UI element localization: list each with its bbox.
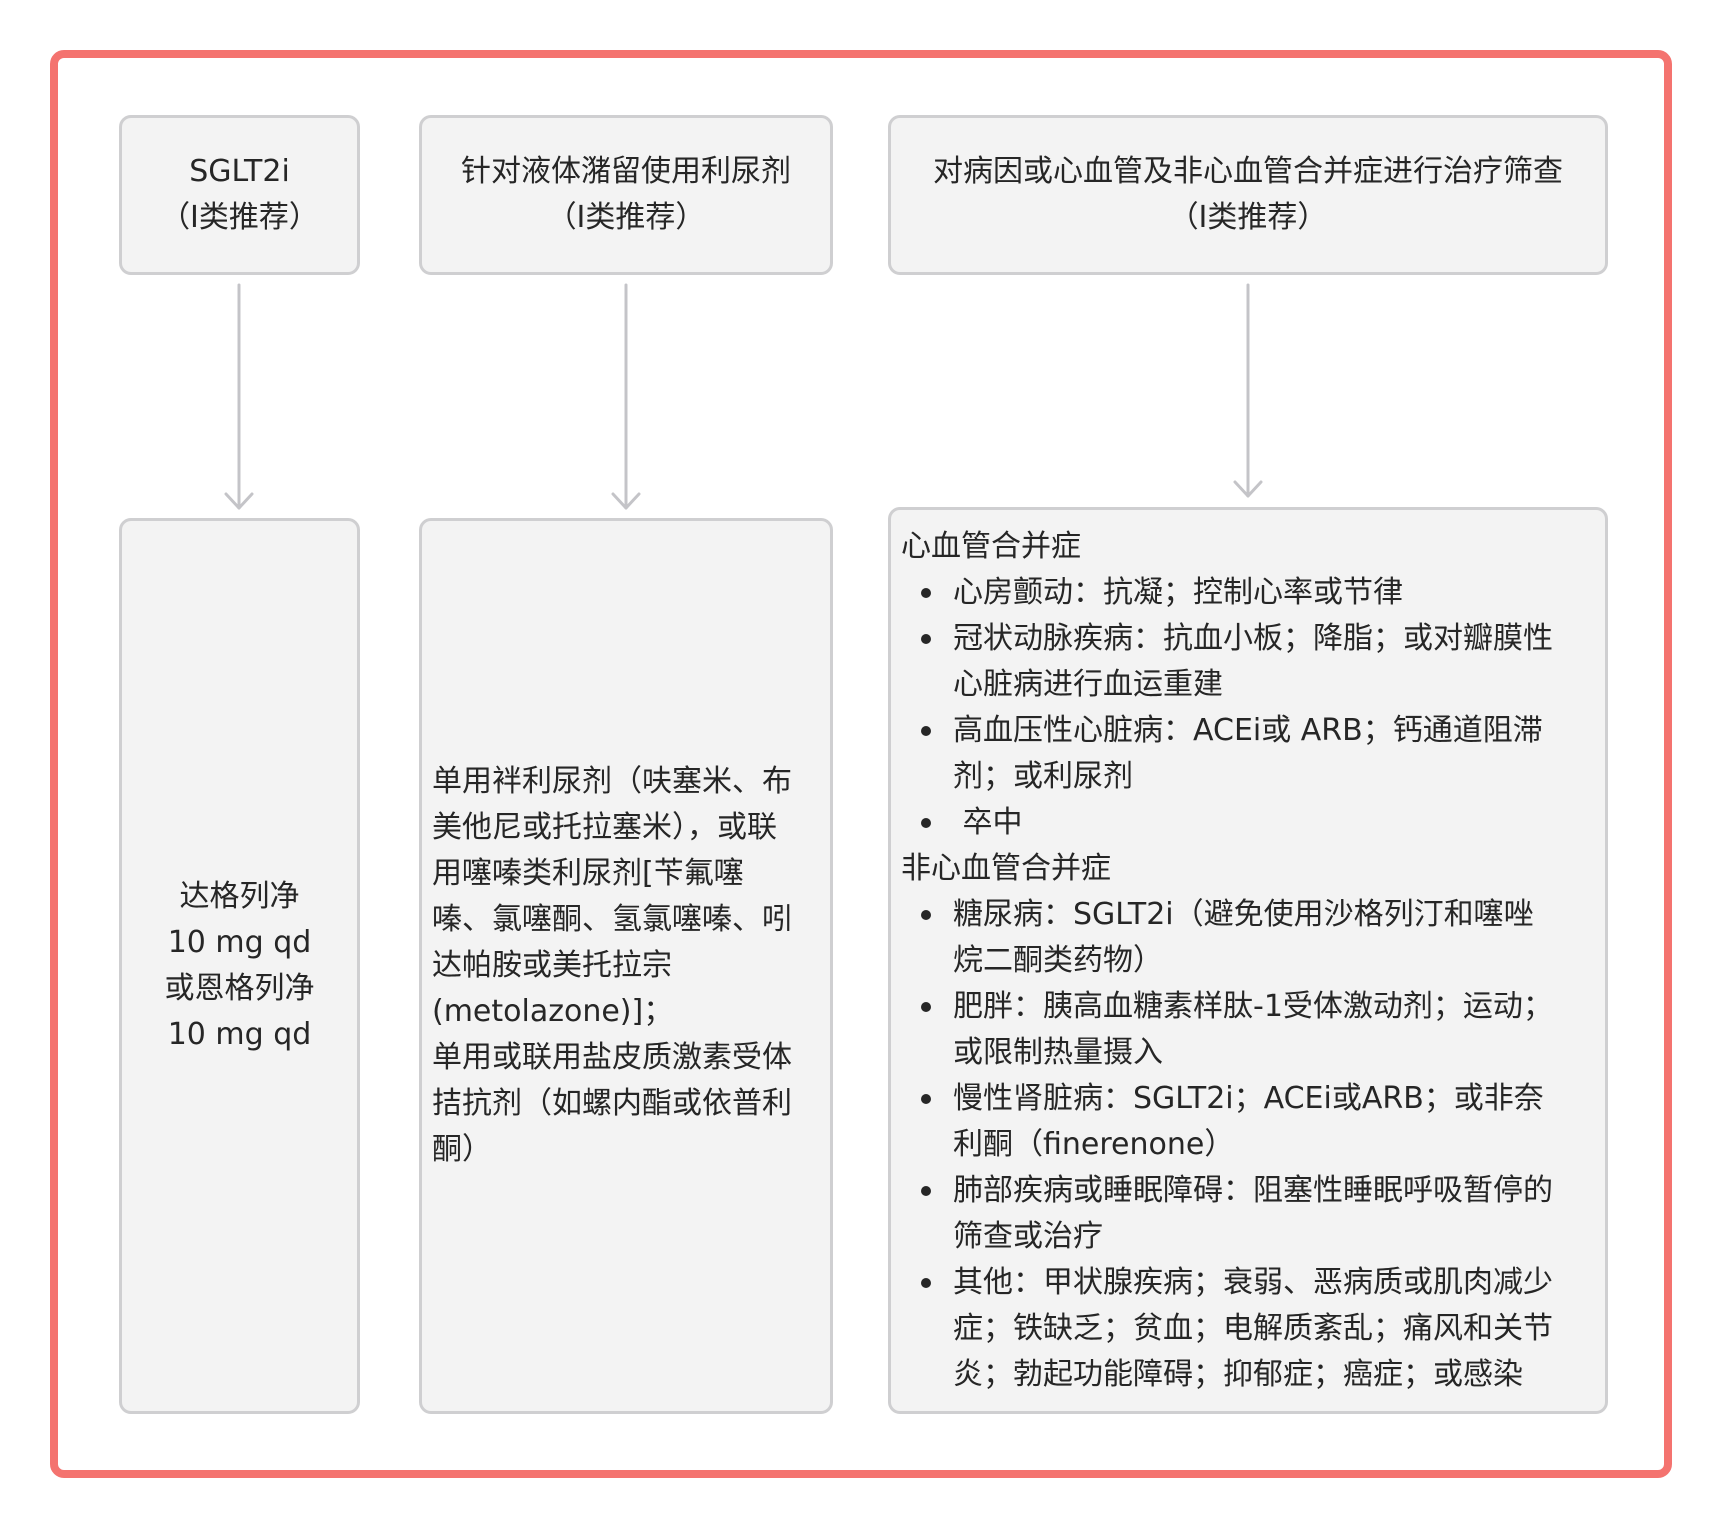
bullet-icon (921, 910, 931, 920)
body-box-diuretics: 单用袢利尿剂（呋塞米、布 美他尼或托拉塞米），或联 用噻嗪类利尿剂[苄氟噻 嗪、… (419, 518, 833, 1414)
diuretics-line: 达帕胺或美托拉宗 (432, 948, 672, 983)
list-item: 心房颤动：抗凝；控制心率或节律 (901, 570, 1595, 616)
header-box-sglt2i: SGLT2i （I类推荐） (119, 115, 360, 275)
sglt2i-line: 达格列净 (179, 879, 300, 914)
diuretics-line: 单用或联用盐皮质激素受体 (432, 1040, 792, 1075)
bullet-icon (921, 1278, 931, 1288)
list-item-line: 烷二酮类药物） (953, 943, 1163, 978)
list-item: 高血压性心脏病：ACEi或 ARB；钙通道阻滞 剂；或利尿剂 (901, 708, 1595, 800)
list-item-line: 心房颤动：抗凝；控制心率或节律 (953, 575, 1403, 610)
non-cardiovascular-comorbidities-list: 糖尿病：SGLT2i（避免使用沙格列汀和噻唑 烷二酮类药物） 肥胖：胰高血糖素样… (901, 892, 1595, 1398)
diuretics-line: 美他尼或托拉塞米），或联 (432, 810, 777, 845)
list-item-line: 炎；勃起功能障碍；抑郁症；癌症；或感染 (953, 1357, 1523, 1392)
cardiovascular-comorbidities-list: 心房颤动：抗凝；控制心率或节律 冠状动脉疾病：抗血小板；降脂；或对瓣膜性 心脏病… (901, 570, 1595, 846)
list-item-line: 肥胖：胰高血糖素样肽-1受体激动剂；运动； (953, 989, 1553, 1024)
bullet-icon (921, 818, 931, 828)
list-item: 肥胖：胰高血糖素样肽-1受体激动剂；运动； 或限制热量摄入 (901, 984, 1595, 1076)
list-item-line: 冠状动脉疾病：抗血小板；降脂；或对瓣膜性 (953, 621, 1553, 656)
list-item-line: 症；铁缺乏；贫血；电解质紊乱；痛风和关节 (953, 1311, 1553, 1346)
diuretics-line: 拮抗剂（如螺内酯或依普利 (432, 1086, 792, 1121)
header-sglt2i-line1: SGLT2i (189, 154, 290, 189)
header-diuretics-line2: （I类推荐） (546, 200, 706, 235)
body-box-sglt2i: 达格列净 10 mg qd 或恩格列净 10 mg qd (119, 518, 360, 1414)
header-box-comorbidity-screening: 对病因或心血管及非心血管合并症进行治疗筛查 （I类推荐） (888, 115, 1608, 275)
sglt2i-line: 10 mg qd (167, 1017, 312, 1052)
bullet-icon (921, 1186, 931, 1196)
list-item-line: 慢性肾脏病：SGLT2i；ACEi或ARB；或非奈 (953, 1081, 1544, 1116)
header-box-diuretics: 针对液体潴留使用利尿剂 （I类推荐） (419, 115, 833, 275)
list-item-line: 卒中 (953, 805, 1023, 840)
list-item: 糖尿病：SGLT2i（避免使用沙格列汀和噻唑 烷二酮类药物） (901, 892, 1595, 984)
list-item-line: 剂；或利尿剂 (953, 759, 1133, 794)
list-item: 肺部疾病或睡眠障碍：阻塞性睡眠呼吸暂停的 筛查或治疗 (901, 1168, 1595, 1260)
list-item-line: 利酮（finerenone） (953, 1127, 1235, 1162)
diuretics-line: (metolazone)]； (432, 994, 674, 1029)
bullet-icon (921, 1002, 931, 1012)
list-item: 其他：甲状腺疾病；衰弱、恶病质或肌肉减少 症；铁缺乏；贫血；电解质紊乱；痛风和关… (901, 1260, 1595, 1398)
diuretics-line: 用噻嗪类利尿剂[苄氟噻 (432, 856, 744, 891)
list-item-line: 肺部疾病或睡眠障碍：阻塞性睡眠呼吸暂停的 (953, 1173, 1553, 1208)
non-cardiovascular-comorbidities-title: 非心血管合并症 (901, 851, 1111, 886)
list-item-line: 糖尿病：SGLT2i（避免使用沙格列汀和噻唑 (953, 897, 1534, 932)
body-box-comorbidities: 心血管合并症 心房颤动：抗凝；控制心率或节律 冠状动脉疾病：抗血小板；降脂；或对… (888, 507, 1608, 1414)
list-item-line: 或限制热量摄入 (953, 1035, 1163, 1070)
list-item-line: 筛查或治疗 (953, 1219, 1103, 1254)
list-item-line: 其他：甲状腺疾病；衰弱、恶病质或肌肉减少 (953, 1265, 1553, 1300)
list-item: 卒中 (901, 800, 1595, 846)
sglt2i-line: 10 mg qd (167, 925, 312, 960)
diuretics-line: 嗪、氯噻酮、氢氯噻嗪、吲 (432, 902, 792, 937)
diuretics-line: 酮） (432, 1132, 492, 1167)
list-item-line: 心脏病进行血运重建 (953, 667, 1223, 702)
list-item-line: 高血压性心脏病：ACEi或 ARB；钙通道阻滞 (953, 713, 1543, 748)
list-item: 慢性肾脏病：SGLT2i；ACEi或ARB；或非奈 利酮（finerenone） (901, 1076, 1595, 1168)
bullet-icon (921, 1094, 931, 1104)
header-comorbidity-line1: 对病因或心血管及非心血管合并症进行治疗筛查 (933, 154, 1563, 189)
header-comorbidity-line2: （I类推荐） (1168, 200, 1328, 235)
bullet-icon (921, 588, 931, 598)
diuretics-line: 单用袢利尿剂（呋塞米、布 (432, 764, 792, 799)
header-sglt2i-line2: （I类推荐） (160, 200, 319, 235)
bullet-icon (921, 634, 931, 644)
cardiovascular-comorbidities-title: 心血管合并症 (901, 529, 1081, 564)
sglt2i-line: 或恩格列净 (164, 971, 315, 1006)
list-item: 冠状动脉疾病：抗血小板；降脂；或对瓣膜性 心脏病进行血运重建 (901, 616, 1595, 708)
bullet-icon (921, 726, 931, 736)
header-diuretics-line1: 针对液体潴留使用利尿剂 (461, 154, 791, 189)
